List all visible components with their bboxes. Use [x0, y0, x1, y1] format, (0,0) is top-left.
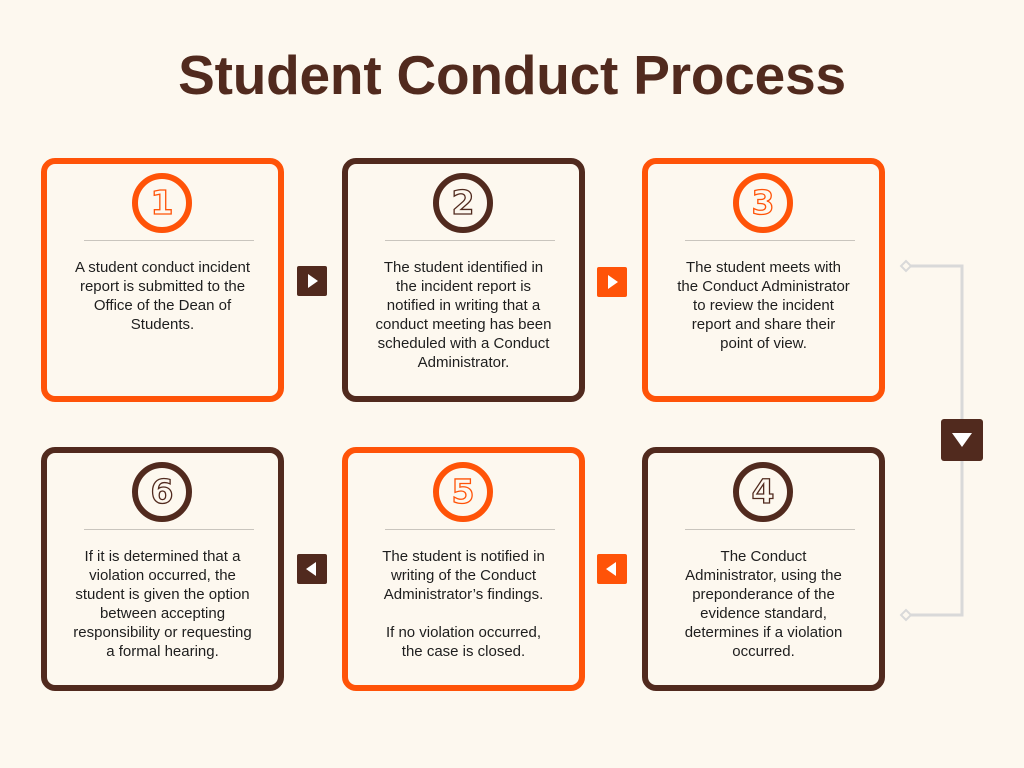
triangle-down-icon — [941, 419, 983, 461]
step-card-2: 2 The student identified in the incident… — [342, 158, 585, 402]
divider — [84, 529, 254, 530]
divider — [385, 240, 555, 241]
step-number-badge: 3 — [733, 173, 793, 233]
step-card-5: 5 The student is notified in writing of … — [342, 447, 585, 691]
step-card-1: 1 A student conduct incident report is s… — [41, 158, 284, 402]
step-number: 3 — [751, 182, 775, 222]
step-number-badge: 5 — [433, 462, 493, 522]
triangle-right-icon — [597, 267, 627, 297]
step-description: The student is notified in writing of th… — [382, 548, 545, 660]
step-number: 1 — [150, 182, 174, 222]
step-number: 5 — [451, 471, 475, 511]
divider — [385, 529, 555, 530]
triangle-left-icon — [597, 554, 627, 584]
triangle-left-icon — [297, 554, 327, 584]
step-card-3: 3 The student meets with the Conduct Adm… — [642, 158, 885, 402]
step-number: 2 — [451, 182, 475, 222]
step-number: 6 — [150, 471, 174, 511]
step-number-badge: 6 — [132, 462, 192, 522]
step-description: A student conduct incident report is sub… — [74, 259, 251, 333]
step-description: The student meets with the Conduct Admin… — [677, 259, 850, 352]
step-description: The student identified in the incident r… — [375, 259, 552, 371]
step-card-4: 4 The Conduct Administrator, using the p… — [642, 447, 885, 691]
divider — [685, 529, 855, 530]
step-description: The Conduct Administrator, using the pre… — [684, 548, 843, 660]
triangle-right-icon — [297, 266, 327, 296]
step-description: If it is determined that a violation occ… — [73, 548, 252, 660]
step-number-badge: 1 — [132, 173, 192, 233]
step-number: 4 — [751, 471, 775, 511]
divider — [84, 240, 254, 241]
step-number-badge: 2 — [433, 173, 493, 233]
divider — [685, 240, 855, 241]
step-card-6: 6 If it is determined that a violation o… — [41, 447, 284, 691]
page-title: Student Conduct Process — [178, 44, 846, 106]
step-number-badge: 4 — [733, 462, 793, 522]
